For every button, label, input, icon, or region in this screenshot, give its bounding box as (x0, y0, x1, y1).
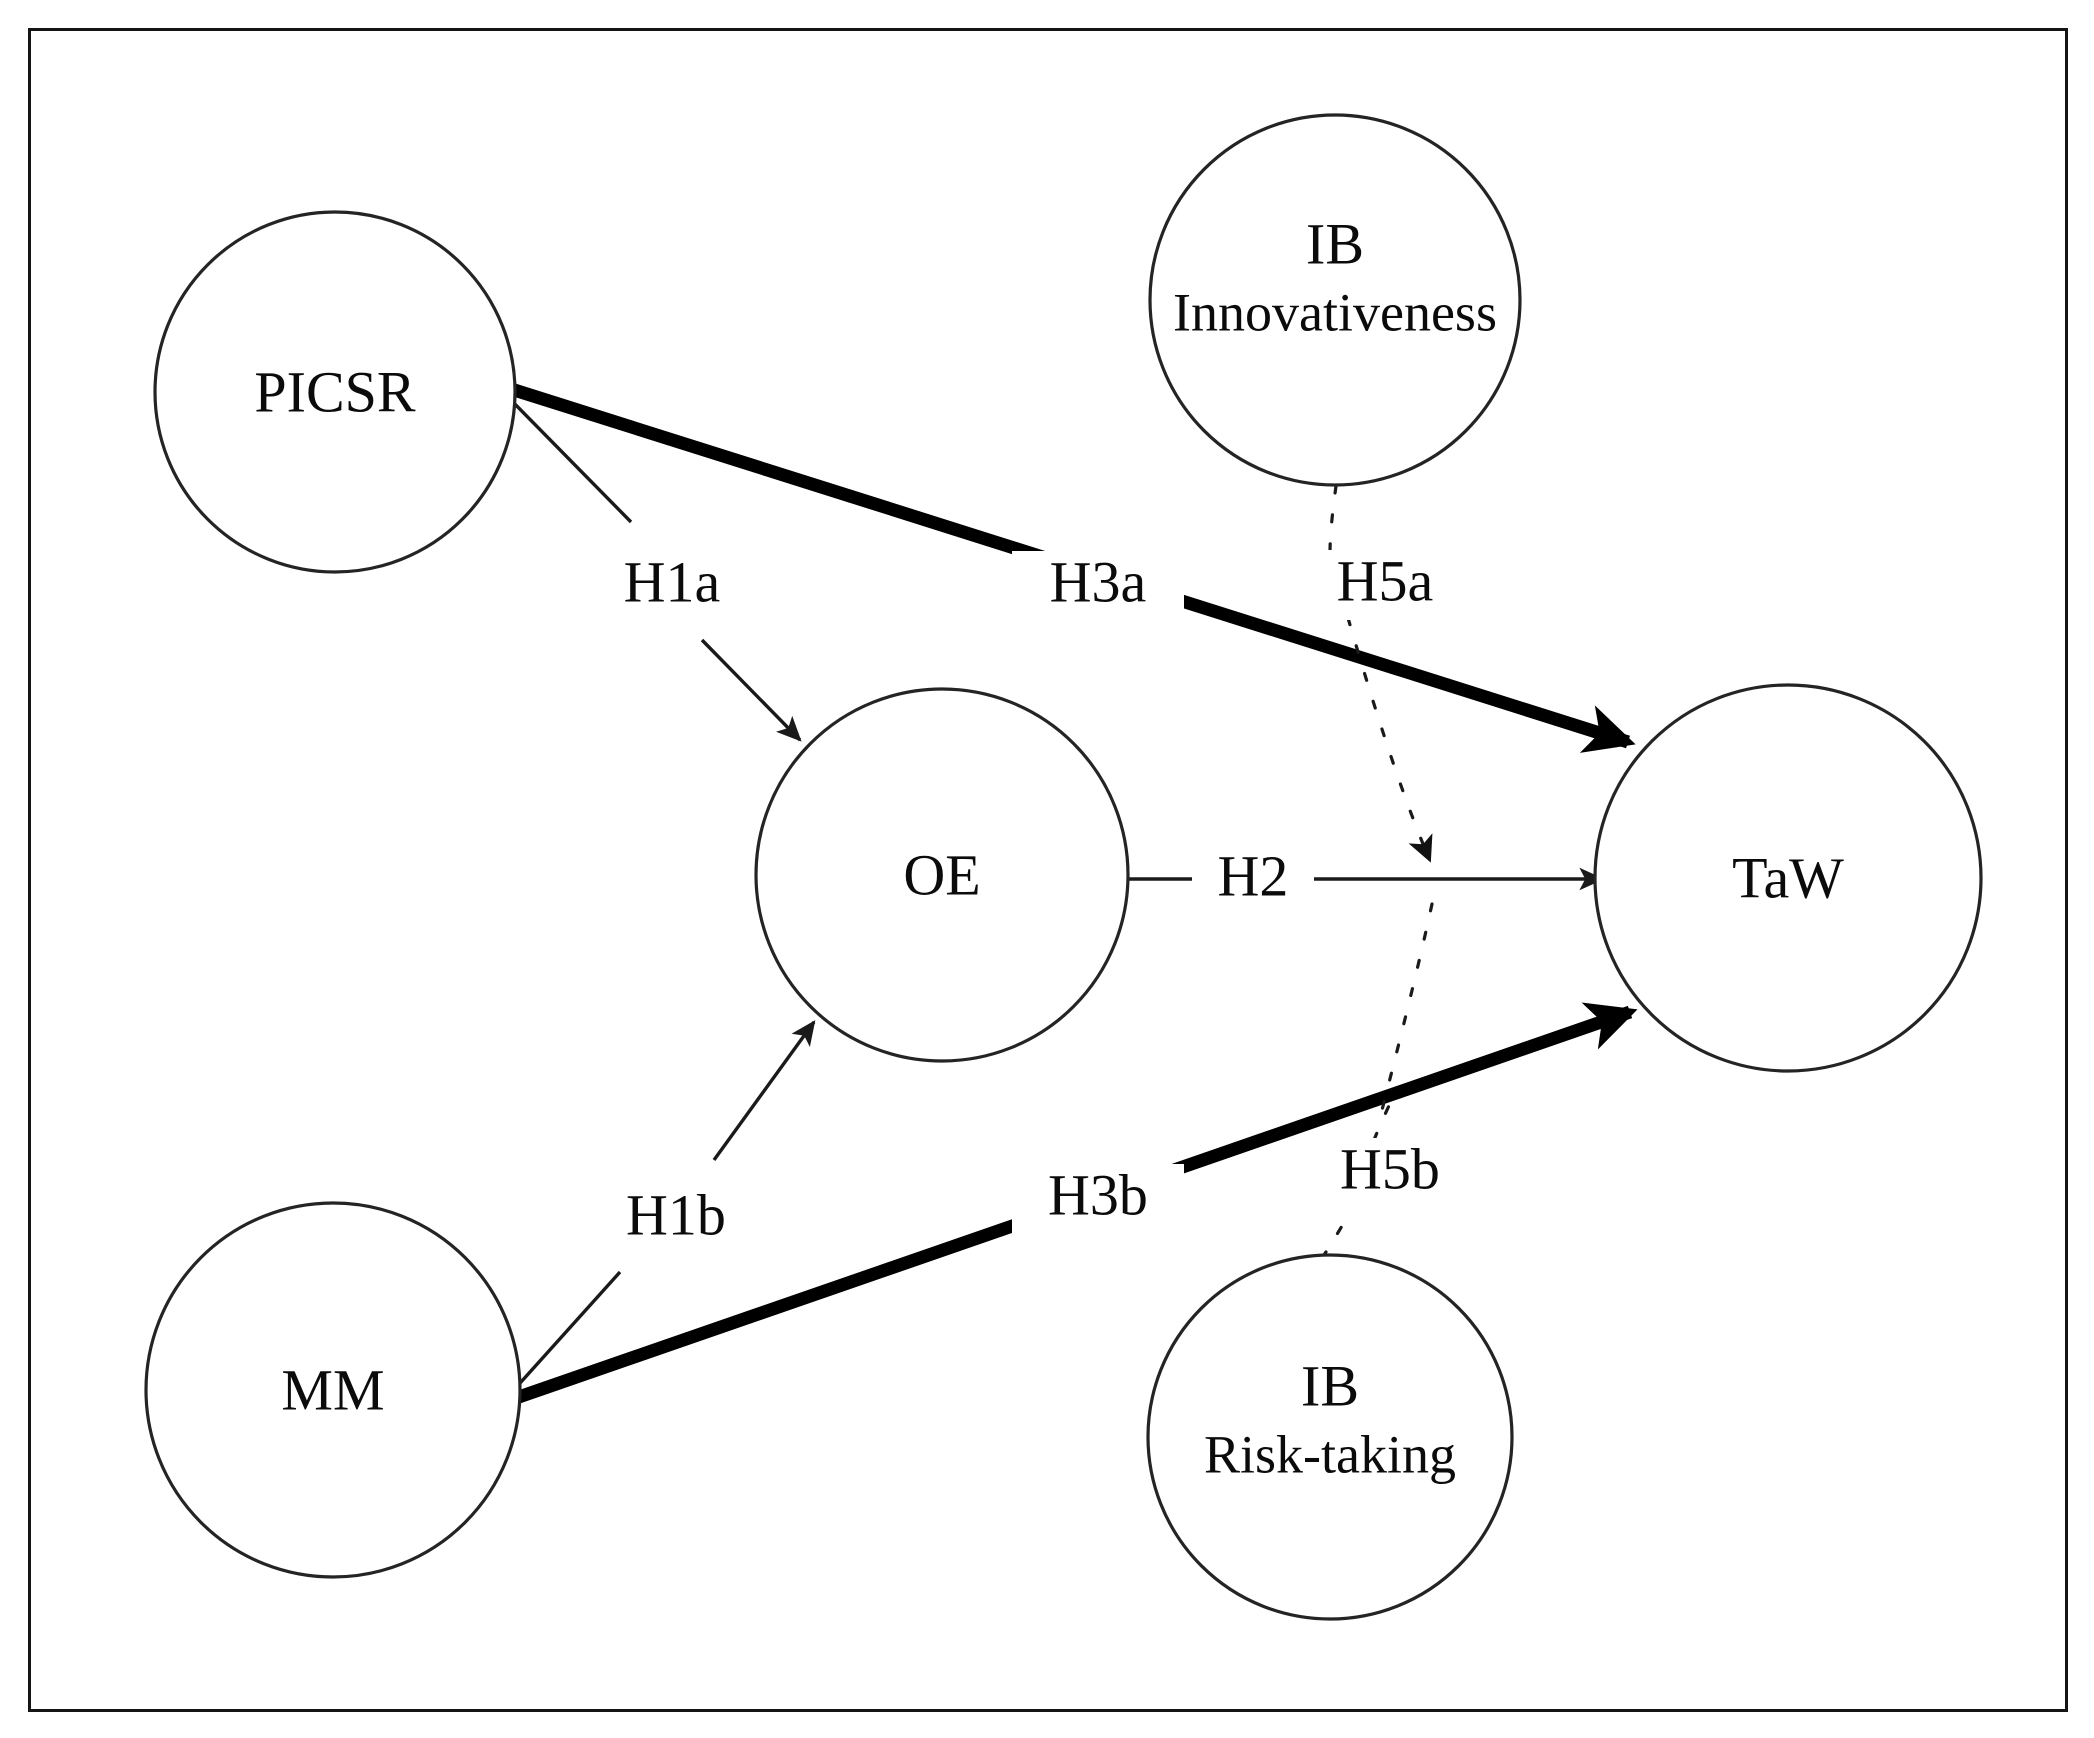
node-picsr[interactable]: PICSR (153, 210, 517, 574)
node-ib-innovativeness[interactable]: IB Innovativeness (1148, 113, 1522, 487)
node-mm[interactable]: MM (144, 1201, 522, 1579)
edge-label-h1b-text: H1b (626, 1182, 726, 1247)
node-ib-risk-taking-label-line1: IB (1301, 1353, 1359, 1418)
node-picsr-circle[interactable] (153, 210, 517, 574)
edge-label-h3a: H3a (1012, 549, 1184, 621)
node-oe-label: OE (903, 842, 980, 907)
node-ib-risk-taking-label-line2: Risk-taking (1204, 1424, 1456, 1484)
edge-h5a (1328, 484, 1434, 1112)
edge-label-h1b: H1b (592, 1182, 760, 1254)
node-taw[interactable]: TaW (1593, 683, 1983, 1073)
node-ib-risk-taking[interactable]: IB Risk-taking (1146, 1253, 1514, 1621)
edge-label-h1a-text: H1a (624, 549, 721, 614)
edge-label-h3b: H3b (1012, 1162, 1184, 1234)
edge-label-h5b-text: H5b (1340, 1136, 1440, 1201)
edge-h1b (510, 1020, 816, 1394)
edge-label-h5a: H5a (1298, 548, 1472, 620)
edge-label-h2: H2 (1192, 843, 1314, 915)
node-taw-label: TaW (1732, 845, 1844, 910)
edge-label-h2-text: H2 (1218, 843, 1289, 908)
node-picsr-label: PICSR (254, 359, 416, 424)
node-ib-innovativeness-label-line2: Innovativeness (1173, 282, 1497, 342)
edge-h1a (504, 393, 802, 742)
edge-label-h5a-text: H5a (1337, 548, 1434, 613)
node-ib-risk-taking-circle[interactable] (1146, 1253, 1514, 1621)
edge-label-h5b: H5b (1303, 1136, 1477, 1208)
node-ib-innovativeness-label-line1: IB (1306, 211, 1364, 276)
node-mm-circle[interactable] (144, 1201, 522, 1579)
edge-label-h1a: H1a (588, 549, 756, 621)
edge-label-h3b-text: H3b (1048, 1162, 1148, 1227)
node-taw-circle[interactable] (1593, 683, 1983, 1073)
node-ib-innovativeness-circle[interactable] (1148, 113, 1522, 487)
node-oe-circle[interactable] (754, 687, 1130, 1063)
node-oe[interactable]: OE (754, 687, 1130, 1063)
edge-label-h3a-text: H3a (1050, 549, 1147, 614)
node-mm-label: MM (281, 1357, 384, 1422)
